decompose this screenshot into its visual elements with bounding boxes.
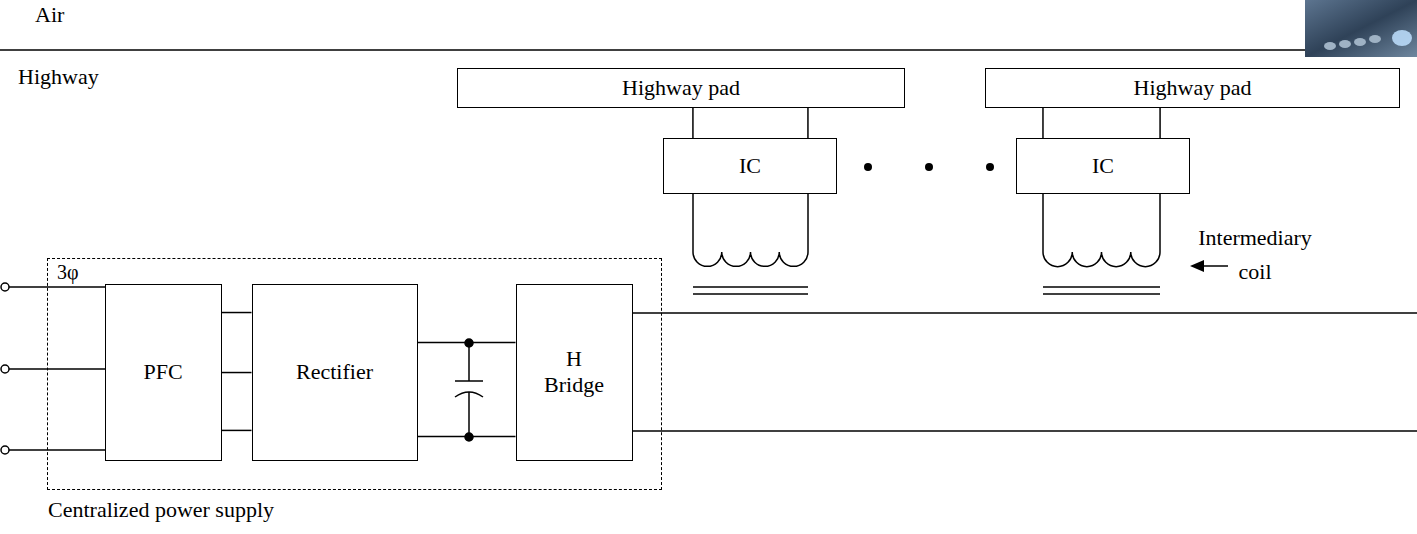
- ic-box: IC: [663, 138, 837, 194]
- coil-symbol: [693, 194, 808, 294]
- box-label: H Bridge: [544, 346, 604, 398]
- ellipsis-dots: [864, 163, 994, 171]
- wire-connector: [692, 108, 694, 138]
- surface-line: [0, 49, 1417, 51]
- wire-connector: [807, 108, 809, 138]
- capacitor-symbol: [455, 339, 483, 441]
- phase-label: 3φ: [57, 261, 79, 283]
- coil-symbol: [1043, 194, 1160, 294]
- track-lines: [633, 313, 1417, 431]
- region-label: Highway: [18, 64, 99, 90]
- callout-label: Intermediary coil: [1195, 221, 1315, 289]
- wire-connector: [222, 372, 252, 374]
- box-label: Highway pad: [622, 75, 740, 101]
- h-bridge-box: H Bridge: [516, 284, 633, 461]
- box-label: Highway pad: [1134, 75, 1252, 101]
- wire-connector: [1159, 108, 1161, 138]
- region-label: Air: [35, 2, 64, 28]
- supply-group: Centralized power supplyPFCRectifierH Br…: [47, 258, 662, 490]
- box-label: IC: [739, 153, 761, 179]
- rectifier-box: Rectifier: [252, 284, 418, 461]
- input-terminals: [1, 283, 105, 454]
- wire-connector: [418, 436, 516, 438]
- highway-pad: Highway pad: [985, 68, 1400, 108]
- corner-photo: [1305, 0, 1417, 57]
- box-label: IC: [1092, 153, 1114, 179]
- box-label: Rectifier: [296, 359, 373, 385]
- highway-pad: Highway pad: [457, 68, 905, 108]
- wire-connector: [222, 430, 252, 432]
- pfc-box: PFC: [105, 284, 222, 461]
- box-label: PFC: [143, 359, 182, 385]
- wire-connector: [1042, 108, 1044, 138]
- ic-box: IC: [1016, 138, 1190, 194]
- wire-connector: [222, 312, 252, 314]
- wire-connector: [418, 342, 516, 344]
- group-title: Centralized power supply: [48, 497, 274, 523]
- pointer-arrow: [1190, 260, 1228, 272]
